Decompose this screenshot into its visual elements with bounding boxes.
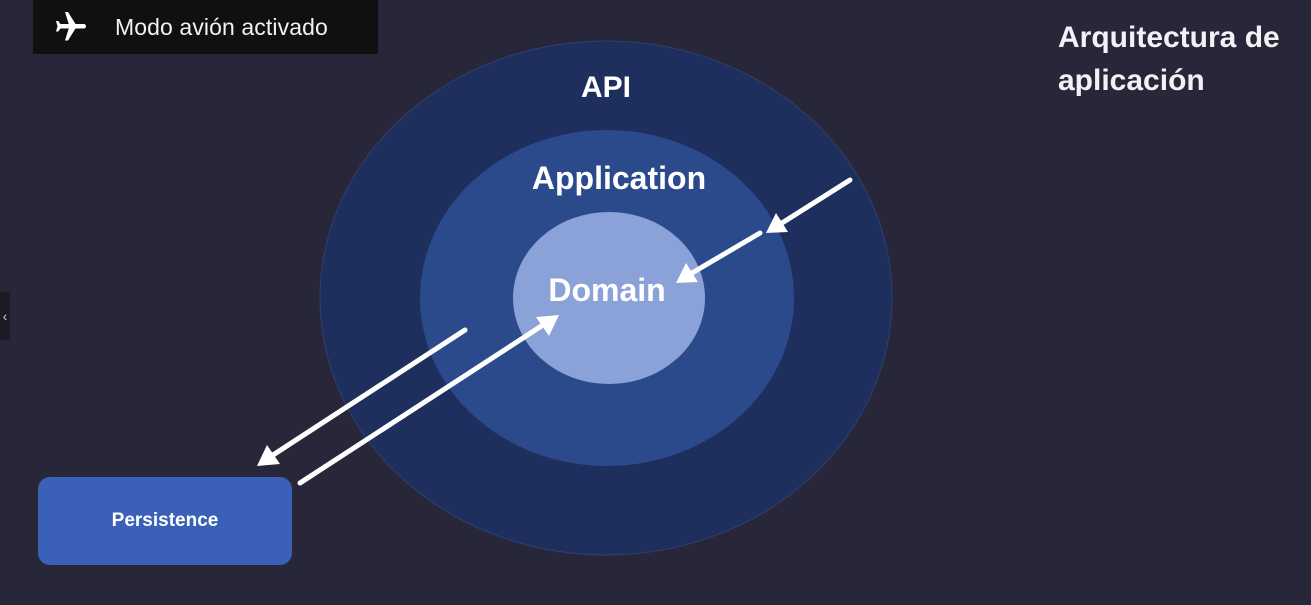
side-panel-handle[interactable]: ‹: [0, 292, 10, 340]
airplane-icon: [51, 7, 91, 47]
arrow-application-to-domain: [676, 230, 763, 283]
arrow-persistence-to-domain: [297, 315, 559, 486]
arrow-application-to-persistence: [257, 327, 468, 466]
domain-layer-label: Domain: [548, 272, 666, 308]
slide-title-line-2: aplicación: [1058, 64, 1205, 97]
persistence-label: Persistence: [111, 510, 219, 531]
application-layer-label: Application: [531, 160, 707, 196]
arrow-outside-to-application: [766, 177, 853, 233]
notification-text: Modo avión activado: [115, 13, 328, 40]
slide-title: Arquitectura de aplicación: [1058, 16, 1311, 102]
airplane-mode-notification[interactable]: Modo avión activado: [33, 0, 378, 54]
chevron-left-icon: ‹: [2, 308, 8, 324]
domain-core: [513, 212, 705, 384]
persistence-box: Persistence: [38, 477, 292, 565]
api-layer-label: API: [580, 71, 632, 104]
slide-title-line-1: Arquitectura de: [1058, 21, 1280, 54]
